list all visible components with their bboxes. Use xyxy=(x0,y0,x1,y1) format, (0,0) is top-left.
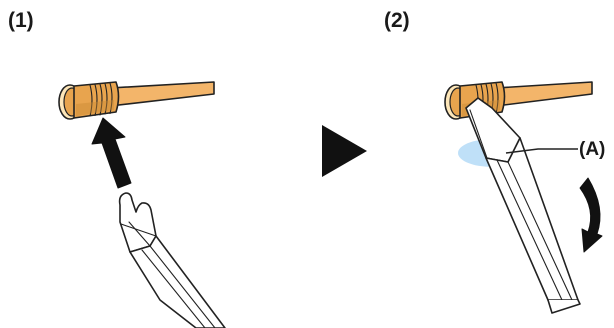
callout-leader-line xyxy=(505,148,578,154)
next-step-triangle-icon xyxy=(322,125,367,177)
push-up-arrow-icon xyxy=(91,117,132,189)
cable xyxy=(495,81,593,107)
cable xyxy=(109,81,215,107)
callout-a-label: (A) xyxy=(579,139,605,160)
step-1-panel xyxy=(58,81,226,328)
removal-tool-icon xyxy=(118,192,226,328)
step-2-panel: (A) xyxy=(444,81,605,314)
rotate-down-arrow-icon xyxy=(579,177,603,253)
step-1-label: (1) xyxy=(8,9,34,32)
step-2-label: (2) xyxy=(384,9,410,32)
removal-tool-icon xyxy=(465,97,581,314)
cable-connector-icon xyxy=(58,81,120,120)
